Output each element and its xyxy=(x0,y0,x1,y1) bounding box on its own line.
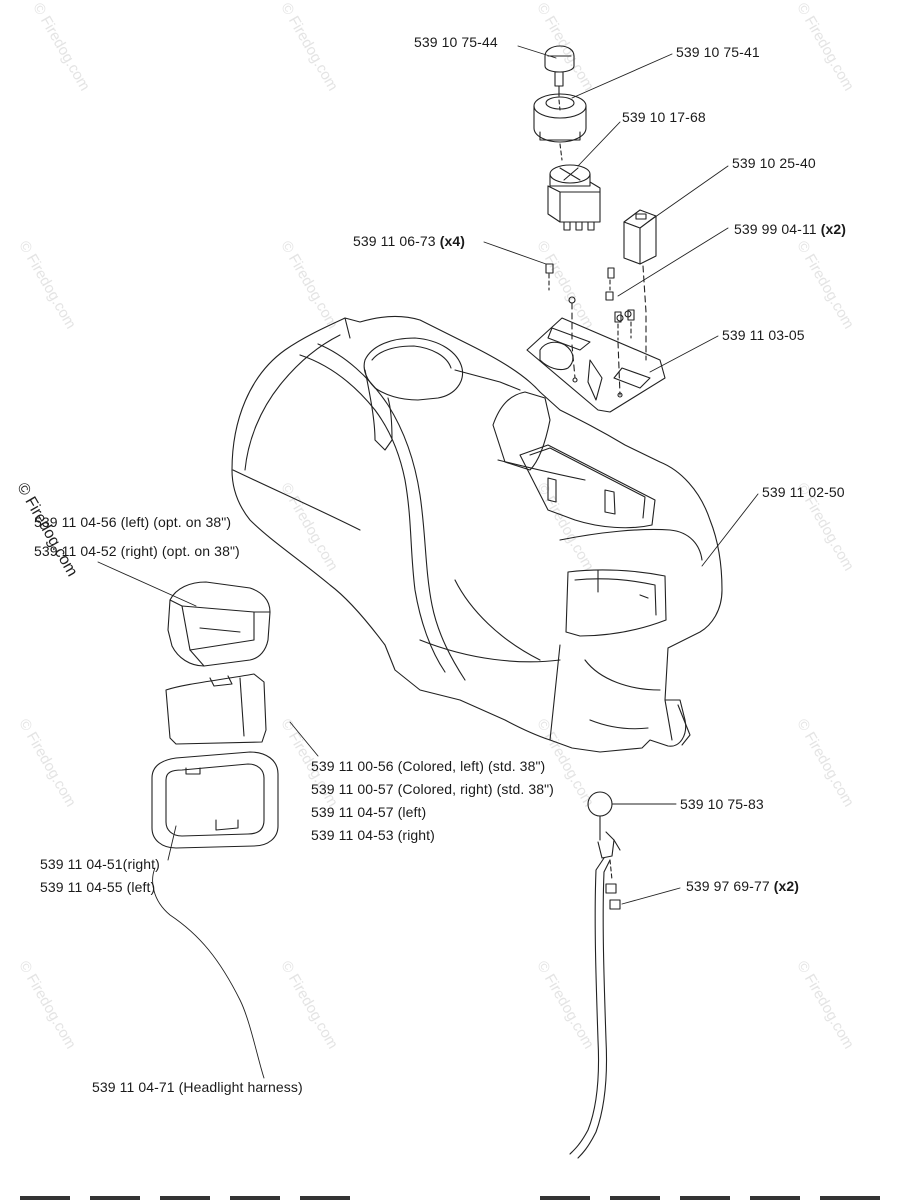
switch-connector-drawing xyxy=(547,164,601,231)
key-drawing xyxy=(544,45,575,111)
callout-knob: 539 10 75-83 xyxy=(680,796,764,812)
ignition-switch-drawing xyxy=(533,93,587,161)
harness-drawing xyxy=(569,791,621,1159)
callout-lens-left: 539 11 04-57 (left) xyxy=(311,804,427,820)
relay-drawing xyxy=(623,209,657,361)
callout-switch-connector: 539 10 17-68 xyxy=(622,109,706,125)
bezel-drawing xyxy=(151,751,279,849)
callout-lens-colored-right: 539 11 00-57 (Colored, right) (std. 38") xyxy=(311,781,554,797)
callout-relay-screw: 539 99 04-11 (x2) xyxy=(734,221,846,237)
callout-headlight-housing-left: 539 11 04-56 (left) (opt. on 38") xyxy=(34,514,232,530)
callout-screw: 539 11 06-73 (x4) xyxy=(353,233,465,249)
callout-relay: 539 10 25-40 xyxy=(732,155,816,171)
headlight-housing-drawing xyxy=(167,581,271,667)
leader-lines xyxy=(97,45,759,1079)
callout-key: 539 10 75-44 xyxy=(414,34,498,50)
callout-nut: 539 97 69-77 (x2) xyxy=(686,878,800,894)
callout-bezel-right: 539 11 04-51(right) xyxy=(40,856,160,872)
callout-hood: 539 11 02-50 xyxy=(762,484,845,500)
callout-bezel-left: 539 11 04-55 (left) xyxy=(40,879,156,895)
callout-lens-colored-left: 539 11 00-56 (Colored, left) (std. 38") xyxy=(311,758,546,774)
callout-headlight-housing-right: 539 11 04-52 (right) (opt. on 38") xyxy=(34,543,240,559)
callout-lens-right: 539 11 04-53 (right) xyxy=(311,827,435,843)
callout-harness: 539 11 04-71 (Headlight harness) xyxy=(92,1079,303,1095)
callout-bracket-plate: 539 11 03-05 xyxy=(722,327,805,343)
lens-drawing xyxy=(165,673,267,745)
screws-drawing xyxy=(545,263,635,396)
callout-ignition-switch: 539 10 75-41 xyxy=(676,44,760,60)
bracket-plate-drawing xyxy=(526,296,666,413)
hood-drawing xyxy=(231,315,723,753)
